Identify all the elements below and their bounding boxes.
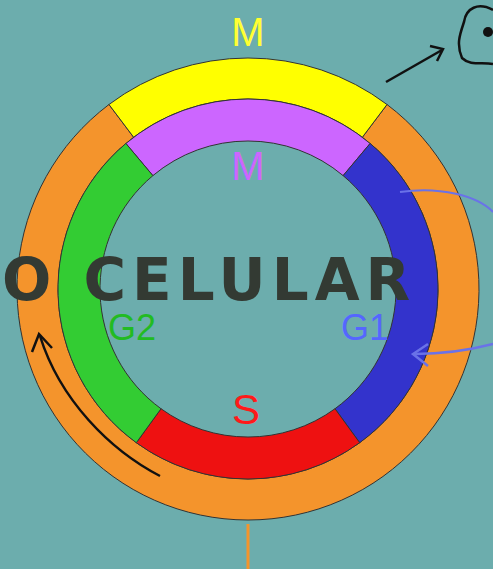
tick-line	[247, 524, 250, 569]
arrow-head	[430, 46, 443, 61]
phase-label: G2	[108, 310, 156, 346]
pointer-arrow	[386, 50, 442, 82]
phase-label: M	[231, 12, 264, 52]
arrow-head	[413, 344, 428, 366]
interphase-band	[17, 105, 479, 520]
title-text: O CELULAR	[2, 251, 416, 309]
cell-nucleus	[483, 27, 493, 37]
phase-label: G1	[341, 310, 389, 346]
direction-arrow	[40, 336, 160, 476]
cell-sketch	[459, 6, 493, 64]
arrow-head	[32, 334, 52, 352]
blue-curve	[400, 190, 493, 212]
phase-label: M	[231, 146, 264, 186]
phase-label: S	[232, 389, 260, 431]
